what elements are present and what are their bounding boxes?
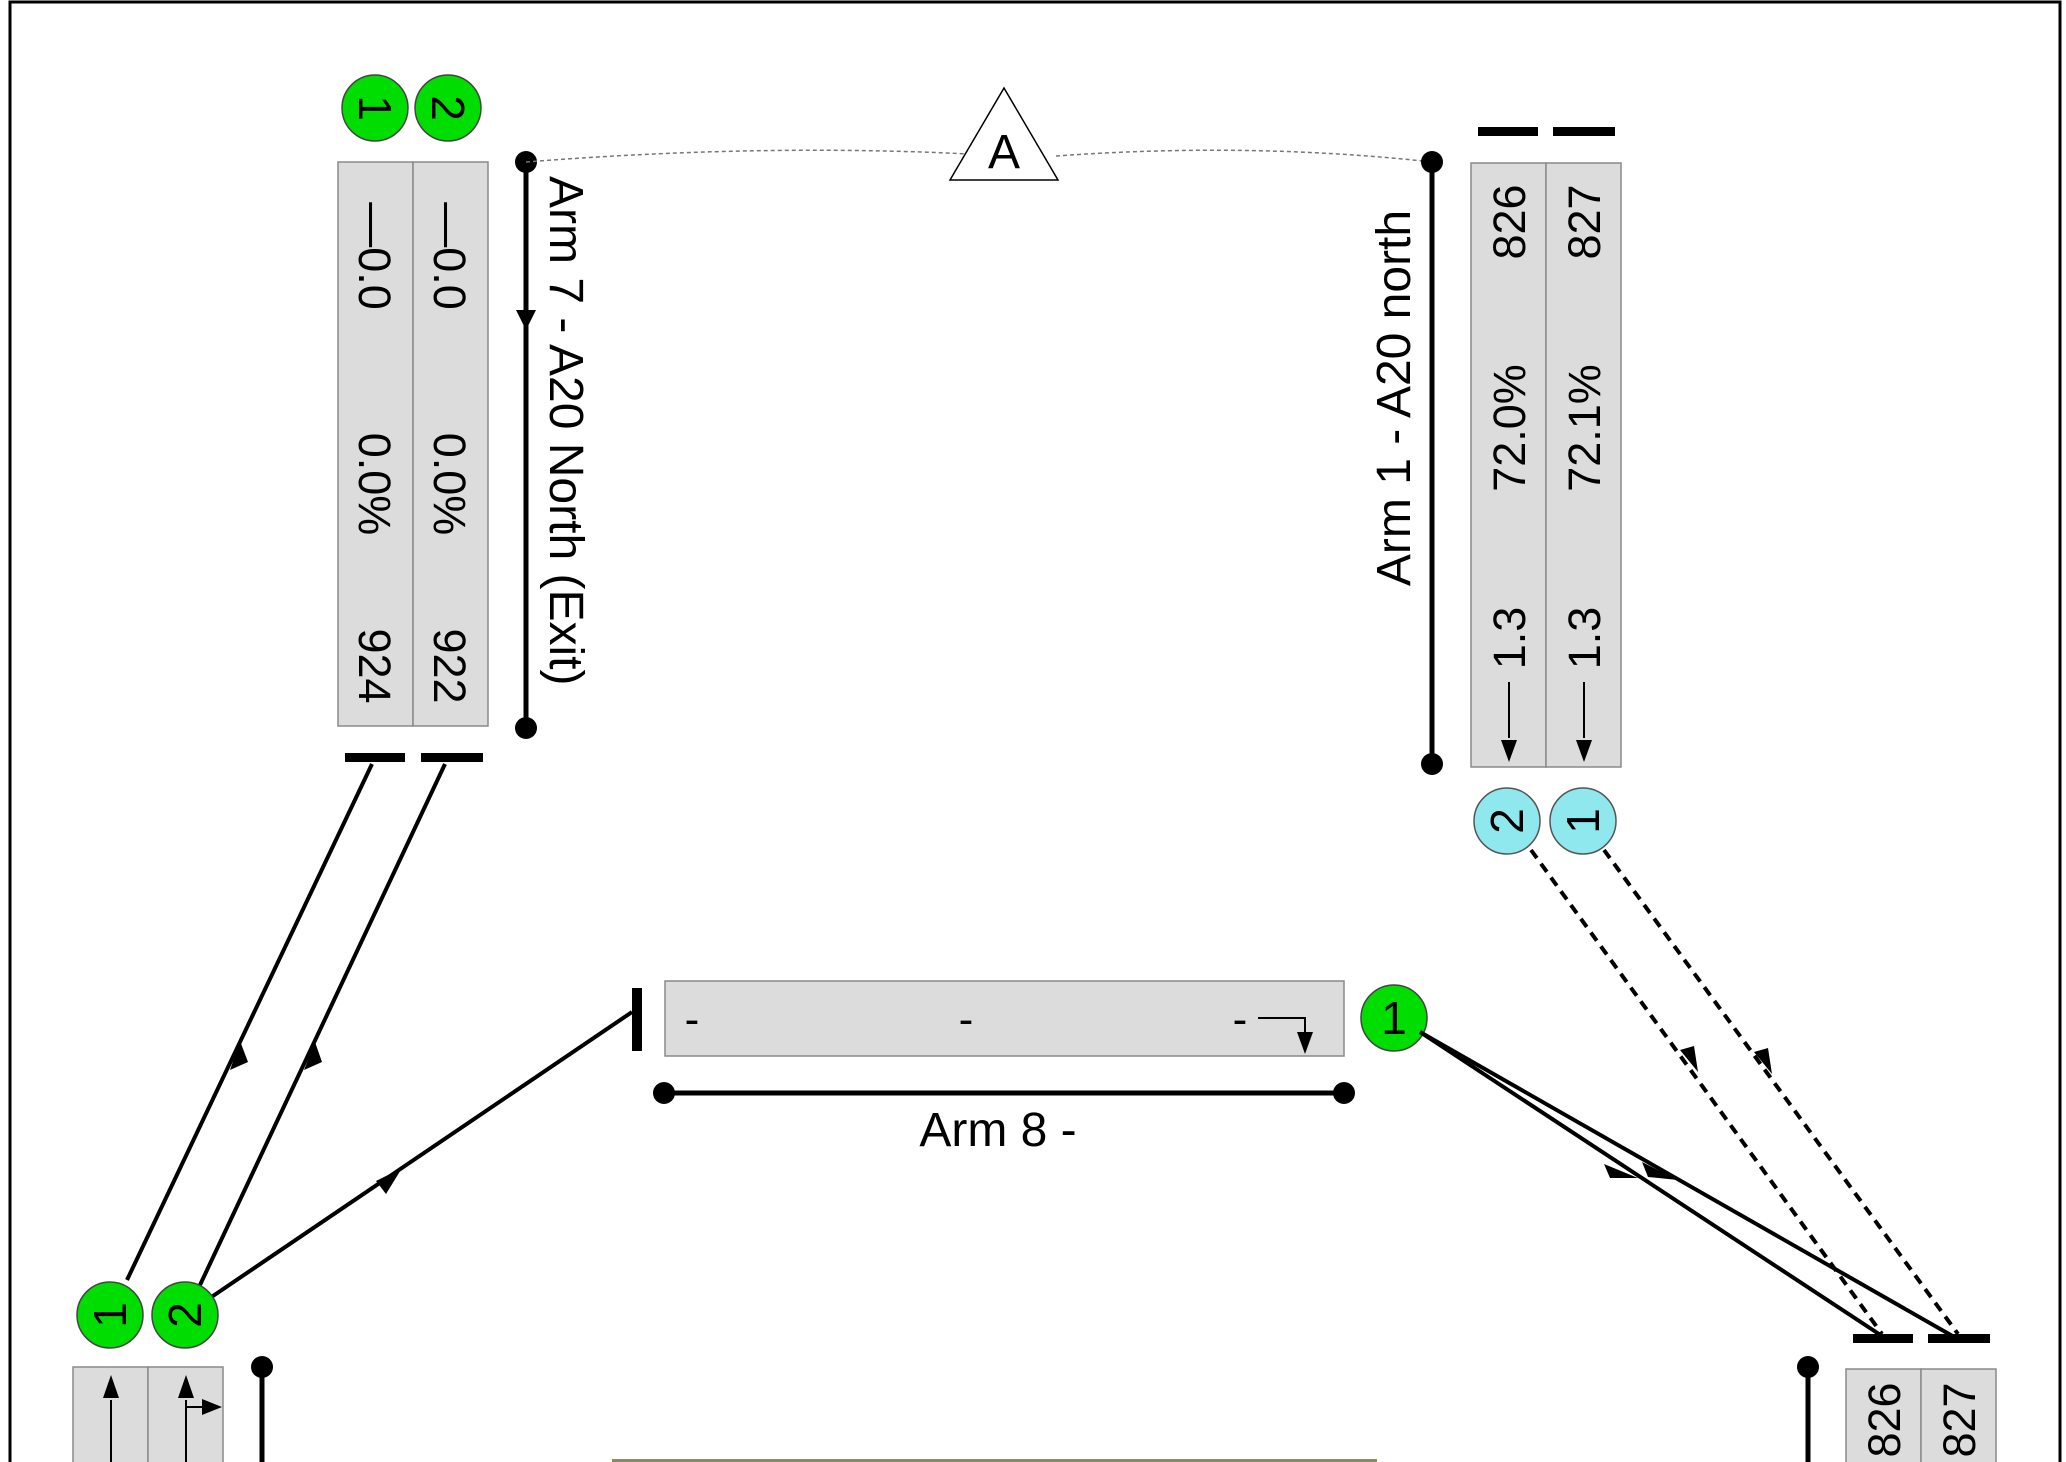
arm8-group: - - - Arm 8 - 1 bbox=[632, 980, 1428, 1157]
flow-lane1-arrow bbox=[230, 1041, 248, 1070]
bottom-left-turn-arrowhead bbox=[202, 1399, 222, 1415]
junction-marker-label: A bbox=[988, 126, 1020, 179]
arm7-lane1-flow: 924 bbox=[349, 628, 400, 703]
arm1-axis-end-top bbox=[1421, 151, 1443, 173]
arm1-stopline-lane2 bbox=[1553, 127, 1615, 136]
arm1-lane2-rfc: 72.1% bbox=[1559, 364, 1610, 492]
flow-lane2-to-arm8 bbox=[208, 1010, 634, 1300]
arm1-signal-lane1[interactable] bbox=[1549, 787, 1617, 855]
bottom-left-signal-2[interactable] bbox=[151, 1281, 219, 1349]
bottom-center-bar bbox=[612, 1459, 1377, 1462]
arm7-signal-lane2-number: 2 bbox=[422, 95, 474, 121]
arm7-group: 1 2 —0.0 0.0% 924 —0.0 0.0% 922 Arm 7 - … bbox=[337, 74, 592, 762]
arm1-lane1-rfc: 72.0% bbox=[1484, 364, 1535, 492]
arm7-lane2-queue: —0.0 bbox=[424, 202, 475, 310]
arm7-signal-lane1[interactable] bbox=[341, 74, 409, 142]
arm1-stopline-lane1 bbox=[1478, 127, 1538, 136]
arm1-lane1-queue: 1.3 bbox=[1484, 607, 1535, 670]
arm1-lane1-arrowhead bbox=[1501, 740, 1517, 762]
bottom-left-axis-end bbox=[251, 1356, 273, 1378]
arm7-lane1-queue: —0.0 bbox=[349, 202, 400, 310]
bottom-left-lane2-arrowhead bbox=[178, 1375, 194, 1398]
flow-arm8-lane1-arrow bbox=[1604, 1164, 1638, 1178]
arm7-lane1-box[interactable] bbox=[337, 161, 414, 727]
bottom-right-stopline-lane1 bbox=[1853, 1334, 1913, 1343]
arm1-lane2-flow: 827 bbox=[1559, 184, 1610, 259]
flow-arm8-to-lane1 bbox=[1418, 1030, 1884, 1338]
arm8-label: Arm 8 - bbox=[919, 1104, 1076, 1157]
arm7-signal-lane2[interactable] bbox=[414, 74, 482, 142]
bottom-right-lane2-box[interactable] bbox=[1920, 1368, 1997, 1462]
flow-arm8-arrow bbox=[376, 1168, 402, 1194]
arm1-signal-lane2-number: 2 bbox=[1481, 808, 1533, 834]
flow-lane2-to-arm7 bbox=[198, 763, 447, 1286]
arm8-cell-2: - bbox=[959, 995, 974, 1044]
bottom-left-lane1-arrowhead bbox=[103, 1375, 119, 1398]
arm7-lane2-flow: 922 bbox=[424, 628, 475, 703]
diagram-frame bbox=[8, 0, 2062, 1462]
arm7-axis-end-bottom bbox=[515, 717, 537, 739]
arm7-direction-arrow bbox=[516, 310, 536, 330]
arm1-lane2-box[interactable] bbox=[1545, 162, 1622, 768]
flow-arm1-lane2-arrow bbox=[1680, 1046, 1698, 1072]
arm7-label: Arm 7 - A20 North (Exit) bbox=[539, 176, 592, 685]
bottom-right-arm: 826 827 bbox=[1797, 1334, 1997, 1462]
arm8-axis-end-right bbox=[1333, 1082, 1355, 1104]
flow-arm8-lane2-arrow bbox=[1642, 1162, 1678, 1180]
flow-lane1-to-arm7 bbox=[125, 763, 374, 1281]
flow-arm1-lane1-arrow bbox=[1754, 1048, 1772, 1074]
arm8-stopline bbox=[632, 988, 642, 1051]
bottom-left-signal-1-number: 1 bbox=[84, 1302, 136, 1328]
arm1-group: 826 72.0% 1.3 827 72.1% 1.3 Arm 1 - A20 … bbox=[1368, 127, 1622, 855]
arm8-turn-arrowhead bbox=[1297, 1032, 1313, 1054]
bottom-right-lane2-flow: 827 bbox=[1934, 1382, 1985, 1457]
arm1-label: Arm 1 - A20 north bbox=[1368, 210, 1421, 586]
arm1-axis-end-bottom bbox=[1421, 753, 1443, 775]
arm7-signal-lane1-number: 1 bbox=[349, 95, 401, 121]
arm7-lane2-box[interactable] bbox=[412, 161, 489, 727]
junction-marker-triangle[interactable] bbox=[948, 86, 1060, 181]
arm8-lane-box[interactable] bbox=[664, 980, 1345, 1057]
flow-lines bbox=[125, 763, 1960, 1340]
arm7-stopline-lane2 bbox=[421, 753, 483, 762]
arm8-signal[interactable] bbox=[1360, 984, 1428, 1052]
flow-lane2-arrow bbox=[304, 1042, 322, 1070]
bottom-left-signal-1[interactable] bbox=[76, 1281, 144, 1349]
arm1-lane2-queue: 1.3 bbox=[1559, 607, 1610, 670]
arm8-cell-1: - bbox=[685, 995, 700, 1044]
arm1-signal-lane1-number: 1 bbox=[1557, 808, 1609, 834]
arm8-axis-end-left bbox=[653, 1082, 675, 1104]
flow-arm8-to-lane2 bbox=[1419, 1030, 1957, 1340]
arm7-lane2-rfc: 0.0% bbox=[424, 433, 475, 536]
junction-link-left bbox=[525, 149, 1005, 163]
arm1-lane1-flow: 826 bbox=[1484, 184, 1535, 259]
arm8-signal-number: 1 bbox=[1381, 992, 1407, 1044]
flow-arm1-lane2-dashed bbox=[1529, 848, 1884, 1336]
arm7-lane1-rfc: 0.0% bbox=[349, 433, 400, 536]
arm7-stopline-lane1 bbox=[345, 753, 405, 762]
arm1-lane2-arrowhead bbox=[1576, 740, 1592, 762]
arm8-cell-3: - bbox=[1233, 995, 1248, 1044]
flow-arm1-lane1-dashed bbox=[1602, 848, 1960, 1336]
bottom-right-axis-end bbox=[1797, 1356, 1819, 1378]
bottom-left-signal-2-number: 2 bbox=[159, 1302, 211, 1328]
bottom-right-lane1-flow: 826 bbox=[1859, 1382, 1910, 1457]
arm1-signal-lane2[interactable] bbox=[1473, 787, 1541, 855]
bottom-right-lane1-box[interactable] bbox=[1845, 1368, 1922, 1462]
bottom-right-stopline-lane2 bbox=[1928, 1334, 1990, 1343]
junction-link-right bbox=[1055, 149, 1433, 163]
arm8-turn-arrow bbox=[1258, 1017, 1306, 1032]
bottom-left-arm: 1 2 bbox=[72, 1281, 273, 1462]
